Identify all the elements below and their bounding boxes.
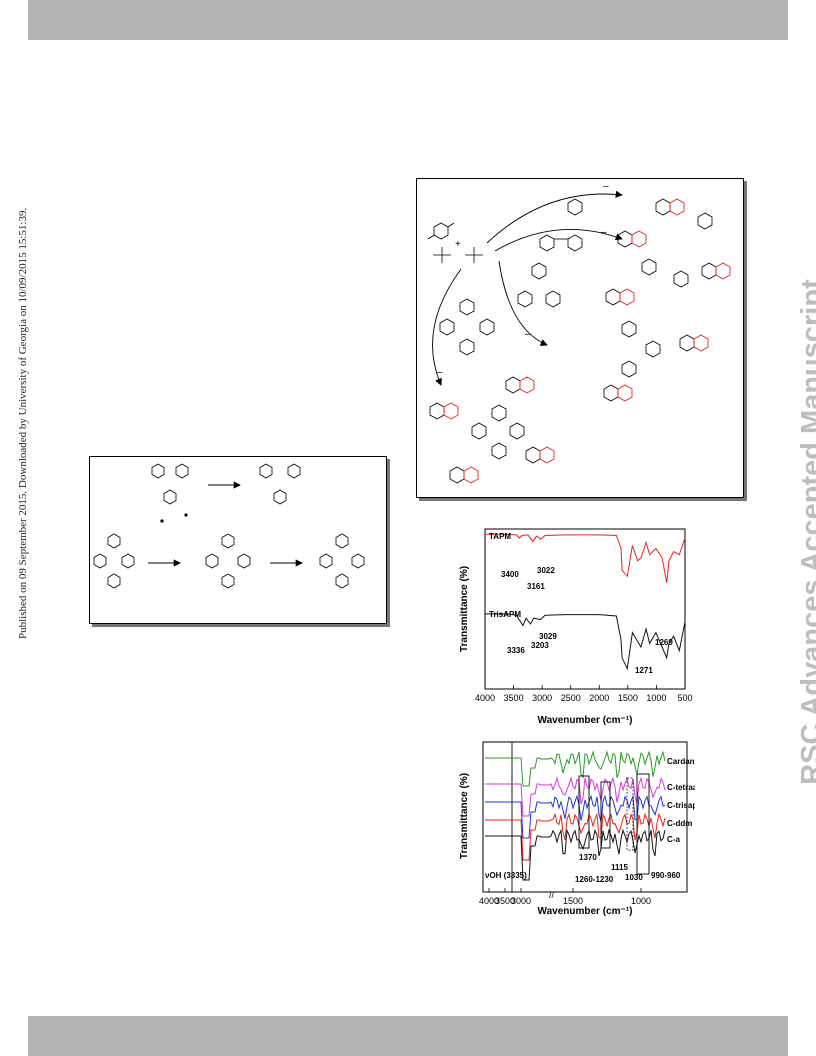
trisapm-reagent — [517, 262, 561, 308]
x2-tick-label-0: 4000 — [479, 896, 499, 906]
series2-line-0 — [485, 750, 666, 787]
annotation2-3: 1115 — [611, 863, 628, 872]
x-tick-label-6: 1000 — [646, 693, 666, 703]
annotation-1: 3022 — [537, 566, 555, 575]
trisapm-precursor — [151, 463, 189, 523]
band-boxes — [578, 773, 650, 875]
annotation-0: 3400 — [501, 570, 519, 579]
series-line-tapm — [485, 533, 686, 583]
aniline-reagent — [567, 198, 583, 216]
benzoxazine-c-a-product — [656, 199, 713, 230]
synthesis-scheme-drawing: + – – – – — [427, 181, 743, 497]
trisapm-structure — [259, 463, 301, 505]
benzoxazine-c-tetraapm-product — [430, 377, 554, 483]
y-axis-label-2: Transmittance (%) — [459, 773, 470, 859]
minus-label-2: – — [601, 227, 607, 238]
series2-label-3: C-ddm — [667, 819, 692, 828]
series-label-trisapm: TrisAPM — [489, 610, 521, 619]
annotation2-4: 1030 — [625, 873, 643, 882]
reaction-arrows — [432, 190, 623, 386]
series2-label-4: C-a — [667, 835, 680, 844]
x-tick-label-1: 3500 — [504, 693, 524, 703]
x-tick-label-0: 4000 — [475, 693, 495, 703]
x-tick-label-7: 500 — [677, 693, 692, 703]
annotation2-0: νOH (3335) — [485, 871, 527, 880]
formaldehyde-reactant — [433, 247, 483, 263]
series2-label-2: C-trisapm — [667, 801, 695, 810]
plot-frame — [484, 528, 686, 690]
plot-frame-2 — [482, 741, 688, 893]
ftir-chart-amines: 4000 3500 3000 2500 2000 1500 1000 500 TAPM Tris… — [455, 525, 695, 730]
series2-line-1 — [485, 776, 666, 817]
ddm-reagent — [539, 234, 583, 252]
y-axis-label: Transmittance (%) — [459, 566, 470, 652]
tetraapm-structure — [319, 533, 365, 589]
series2-line-2 — [485, 794, 666, 839]
x-tick-label-3: 2500 — [561, 693, 581, 703]
benzoxazine-c-ddm-product — [618, 231, 730, 288]
minus-label-1: – — [603, 181, 609, 192]
x-tick-label-2: 3000 — [532, 693, 552, 703]
tetraphenylmethane — [93, 533, 135, 589]
header-bar — [28, 0, 788, 40]
download-notice: Published on 09 September 2015. Download… — [17, 207, 29, 639]
annotation-7: 1271 — [635, 666, 653, 675]
x2-tick-label-4: 1000 — [631, 896, 651, 906]
series-label-tapm: TAPM — [489, 532, 511, 541]
ftir-chart-amines-plot: 4000 3500 3000 2500 2000 1500 1000 500 TAPM Tris… — [459, 528, 693, 726]
footer-bar — [28, 1016, 788, 1056]
series2-label-0: Cardanol — [667, 757, 695, 766]
accepted-manuscript-watermark: RSC Advances Accepted Manuscript — [796, 279, 816, 785]
x-axis-label-2: Wavenumber (cm⁻¹) — [538, 906, 633, 917]
tetranitro-intermediate — [205, 533, 251, 589]
annotation-3: 1269 — [655, 638, 673, 647]
plus-sign: + — [455, 239, 461, 250]
annotation-6: 3029 — [539, 632, 557, 641]
benzoxazine-c-trisapm-product — [604, 289, 708, 401]
annotation-4: 3336 — [507, 646, 525, 655]
amine-synthesis-drawing — [93, 463, 365, 589]
annotation2-1: 1370 — [579, 853, 597, 862]
tetraapm-reagent — [439, 298, 495, 356]
series2-line-3 — [485, 812, 666, 861]
annotation2-2: 1260-1230 — [575, 875, 614, 884]
x2-tick-label-1: 3500 — [495, 896, 515, 906]
minus-label-3: – — [525, 329, 531, 340]
minus-label-4: – — [437, 367, 443, 378]
annotation-5: 3203 — [531, 641, 549, 650]
synthesis-scheme: + – – – – — [416, 178, 744, 498]
x2-tick-label-2: 3000 — [511, 896, 531, 906]
series2-line-4 — [485, 828, 666, 881]
x-axis-label: Wavenumber (cm⁻¹) — [538, 715, 633, 726]
axis-break: // — [549, 890, 555, 900]
annotation2-5: 990-960 — [651, 871, 681, 880]
annotation-2: 3161 — [527, 582, 545, 591]
phenol-reactant — [427, 222, 455, 240]
x-tick-label-5: 1500 — [618, 693, 638, 703]
x2-tick-label-3: 1500 — [563, 896, 583, 906]
amine-synthesis-scheme — [89, 456, 387, 624]
series-line-trisapm — [485, 613, 686, 671]
x-tick-label-4: 2000 — [589, 693, 609, 703]
series2-label-1: C-tetraapm — [667, 783, 695, 792]
